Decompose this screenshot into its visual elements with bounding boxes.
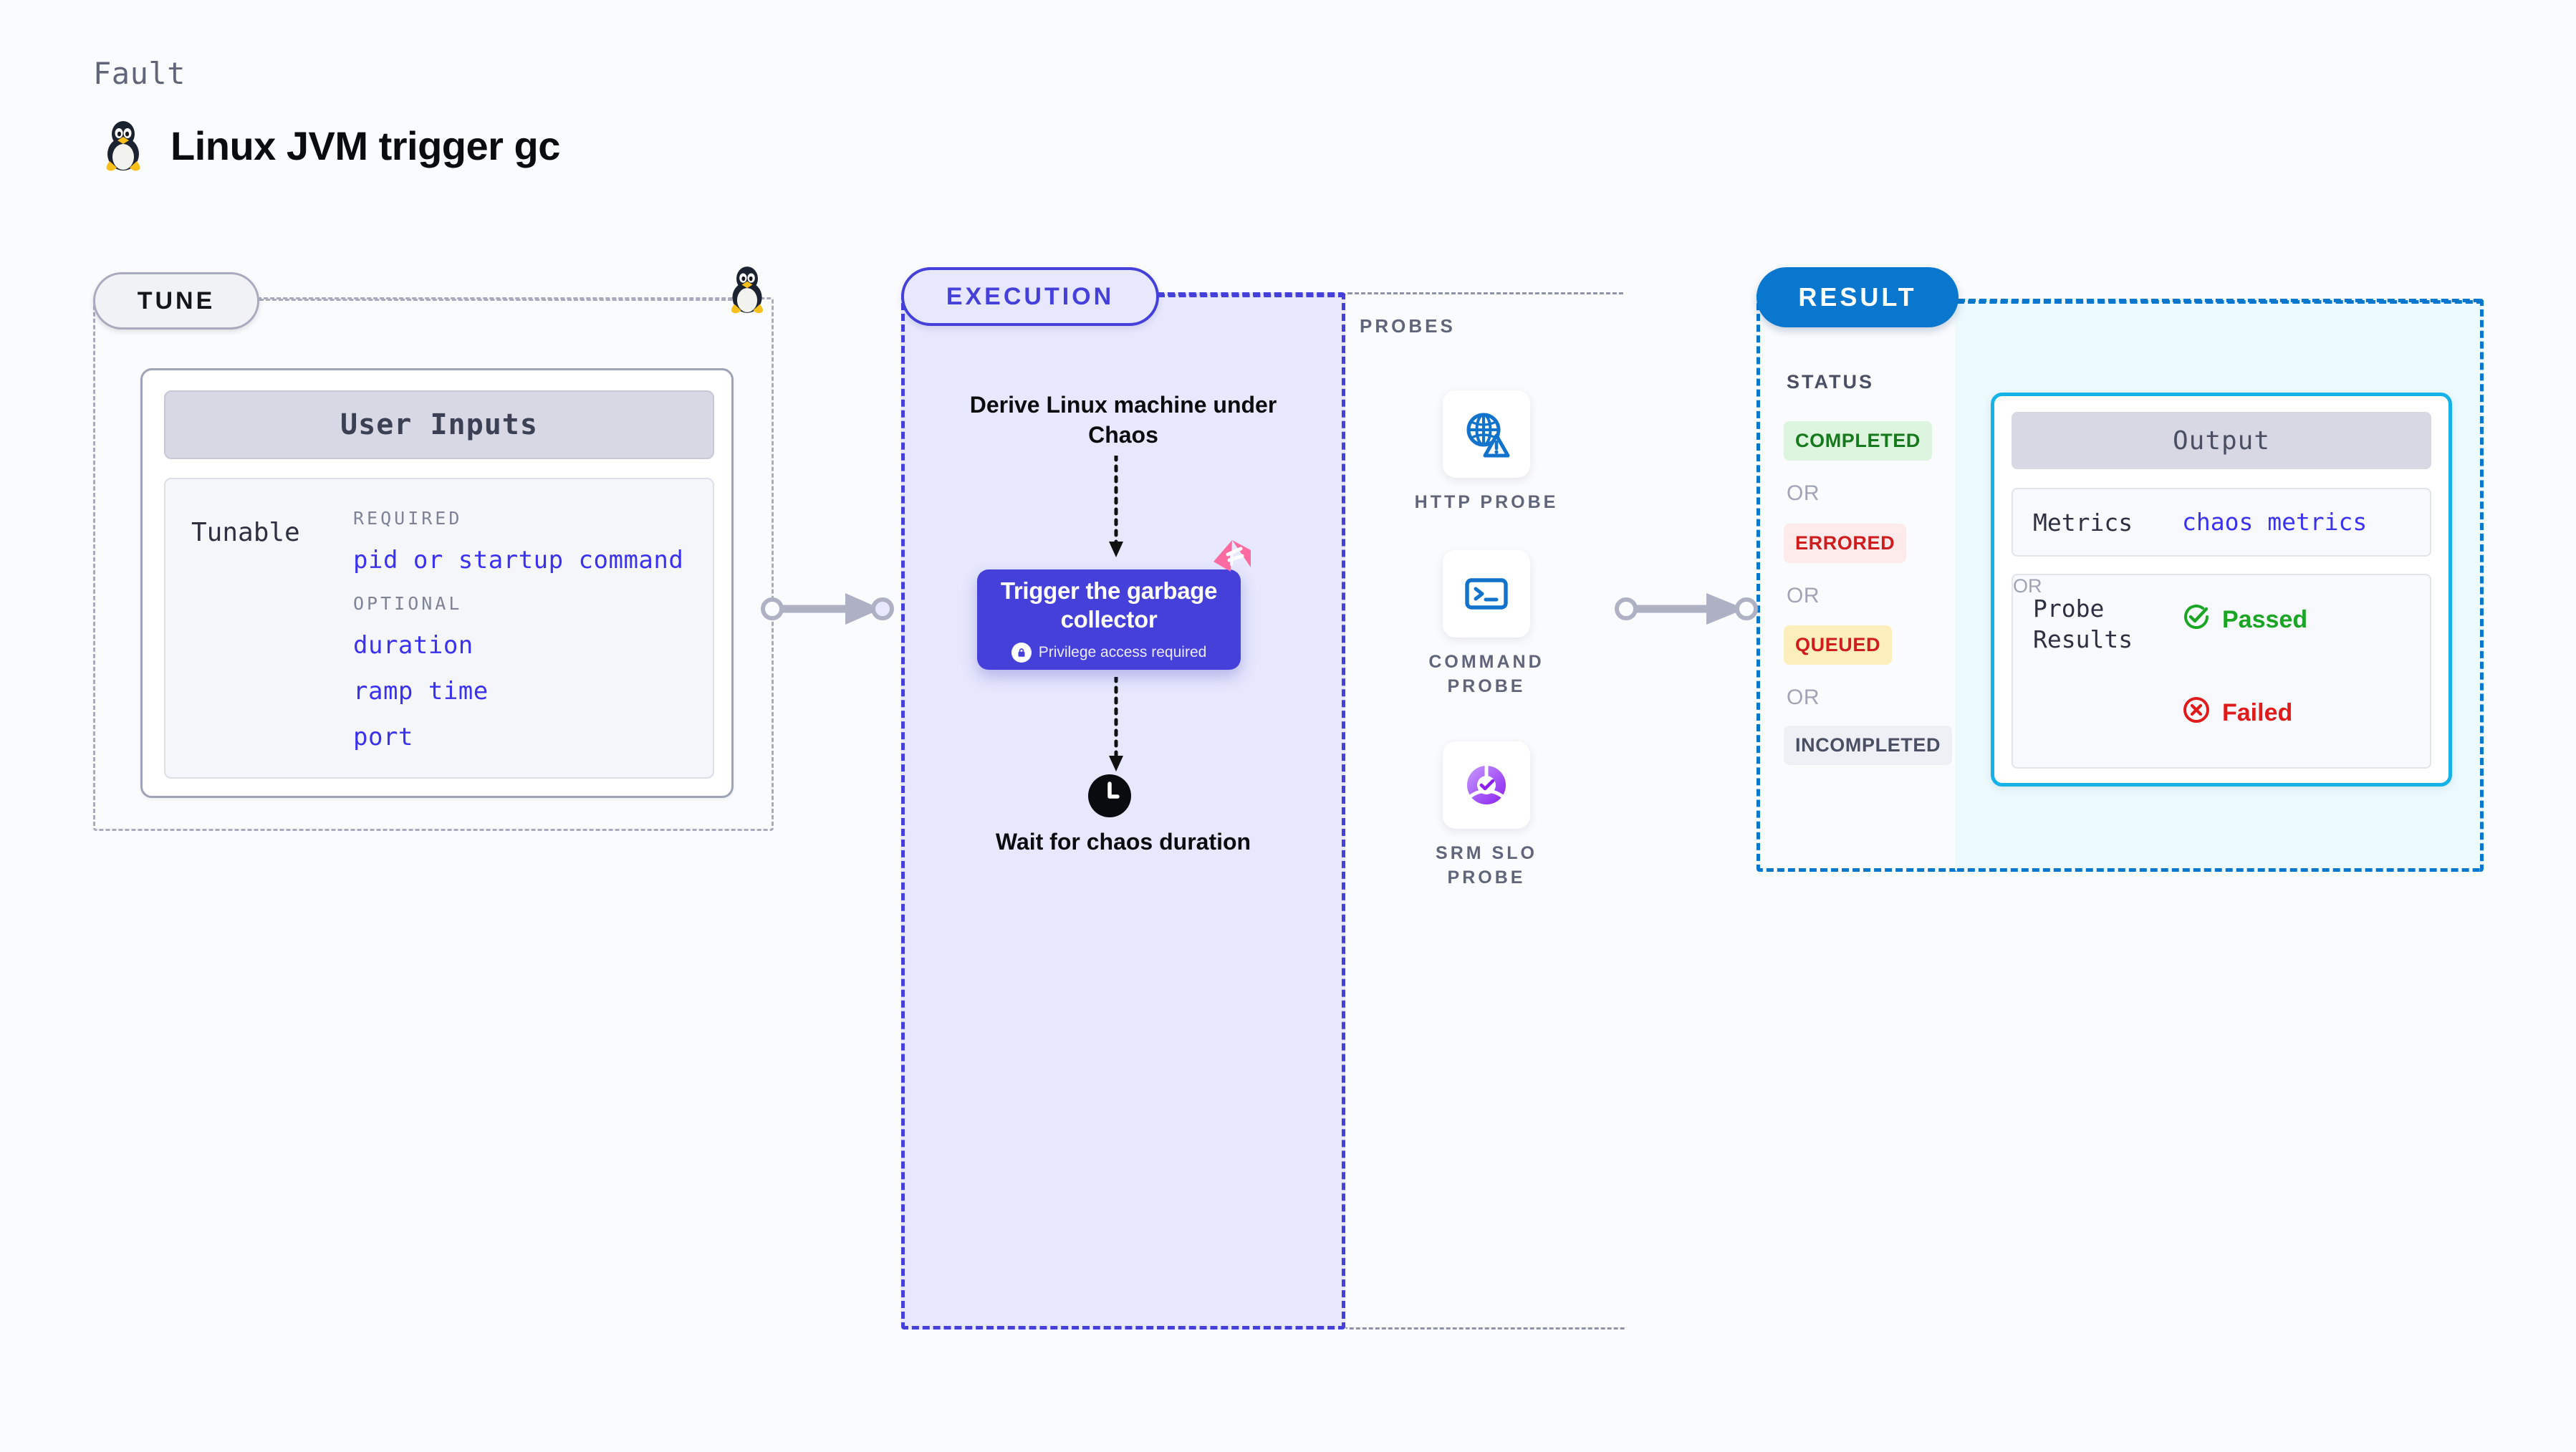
failed-label: Failed (2222, 699, 2293, 726)
connector-probes-to-result (1612, 587, 1769, 634)
required-group-label: REQUIRED (353, 508, 463, 529)
output-title: Output (2172, 425, 2271, 456)
user-inputs-card: User Inputs Tunable REQUIRED pid or star… (140, 368, 734, 798)
arrow-trigger-to-wait (1102, 675, 1130, 781)
output-row-metrics: Metrics chaos metrics (2012, 488, 2431, 557)
user-inputs-body: Tunable REQUIRED pid or startup command … (164, 478, 714, 779)
trigger-title: Trigger the garbage collector (1000, 577, 1218, 633)
field-pid-or-startup-command[interactable]: pid or startup command (353, 546, 684, 574)
result-top-dashed-line (1957, 300, 2484, 304)
execution-top-dashed-line (1158, 294, 1345, 297)
tunable-fields: REQUIRED pid or startup command OPTIONAL… (353, 508, 697, 751)
probe-result-failed: Failed (2182, 696, 2292, 731)
probes-edge-mask (1625, 292, 1629, 1330)
probe-srm-slo[interactable]: SRM SLO PROBE (1404, 741, 1569, 890)
connector-tune-to-execution (759, 587, 903, 634)
step-derive-machine: Derive Linux machine under Chaos (969, 392, 1277, 448)
status-or-2: OR (1787, 584, 1820, 607)
tune-pill[interactable]: TUNE (93, 272, 259, 330)
probe-http-label: HTTP PROBE (1414, 492, 1559, 512)
litmus-logo-icon (1212, 539, 1252, 580)
status-panel (1756, 292, 1959, 872)
status-title: STATUS (1787, 371, 1874, 393)
probe-command[interactable]: COMMAND PROBE (1404, 550, 1569, 699)
page-title: Linux JVM trigger gc (170, 122, 560, 168)
status-or-3: OR (1787, 686, 1820, 709)
probe-command-label: COMMAND PROBE (1428, 652, 1544, 696)
x-circle-icon (2182, 696, 2211, 731)
terminal-icon (1443, 550, 1530, 638)
check-circle-icon (2182, 602, 2211, 638)
status-badge-incompleted: INCOMPLETED (1784, 726, 1953, 765)
tunable-label: Tunable (191, 518, 300, 547)
step-wait-for-chaos: Wait for chaos duration (995, 829, 1251, 855)
tune-top-dashed-line (259, 299, 732, 301)
trigger-garbage-collector-node[interactable]: Trigger the garbage collector Privilege … (977, 569, 1241, 670)
metrics-value[interactable]: chaos metrics (2182, 508, 2368, 536)
probe-srm-slo-label: SRM SLO PROBE (1436, 843, 1537, 888)
page-header: Linux JVM trigger gc (100, 118, 560, 173)
tune-panel (93, 297, 774, 831)
probes-title: PROBES (1360, 315, 1456, 337)
page-kicker: Fault (93, 56, 186, 91)
metrics-label: Metrics (2033, 509, 2133, 537)
tux-penguin-icon (100, 118, 146, 173)
tux-penguin-icon (726, 264, 769, 319)
status-badge-errored: ERRORED (1784, 524, 1907, 563)
result-pill[interactable]: RESULT (1756, 267, 1959, 327)
user-inputs-header: User Inputs (164, 390, 714, 459)
privilege-note-text: Privilege access required (1038, 644, 1207, 661)
status-badge-completed: COMPLETED (1784, 421, 1932, 461)
privilege-note: Privilege access required (1011, 643, 1207, 663)
execution-pill[interactable]: EXECUTION (901, 267, 1159, 326)
probe-http[interactable]: HTTP PROBE (1404, 390, 1569, 515)
output-header: Output (2012, 412, 2431, 469)
status-badge-queued: QUEUED (1784, 625, 1893, 665)
globe-warning-icon (1443, 390, 1530, 478)
status-or-1: OR (1787, 481, 1820, 505)
passed-label: Passed (2222, 606, 2308, 633)
field-ramp-time[interactable]: ramp time (353, 677, 489, 706)
optional-group-label: OPTIONAL (353, 593, 463, 614)
field-duration[interactable]: duration (353, 631, 474, 660)
arrow-derive-to-trigger (1102, 453, 1130, 567)
probe-result-passed: Passed (2182, 602, 2307, 638)
probe-result-or: OR (2013, 575, 2042, 597)
lock-icon (1011, 643, 1032, 663)
slo-donut-check-icon (1443, 741, 1530, 829)
clock-icon (1087, 774, 1132, 822)
field-port[interactable]: port (353, 723, 413, 751)
user-inputs-title: User Inputs (340, 408, 538, 441)
